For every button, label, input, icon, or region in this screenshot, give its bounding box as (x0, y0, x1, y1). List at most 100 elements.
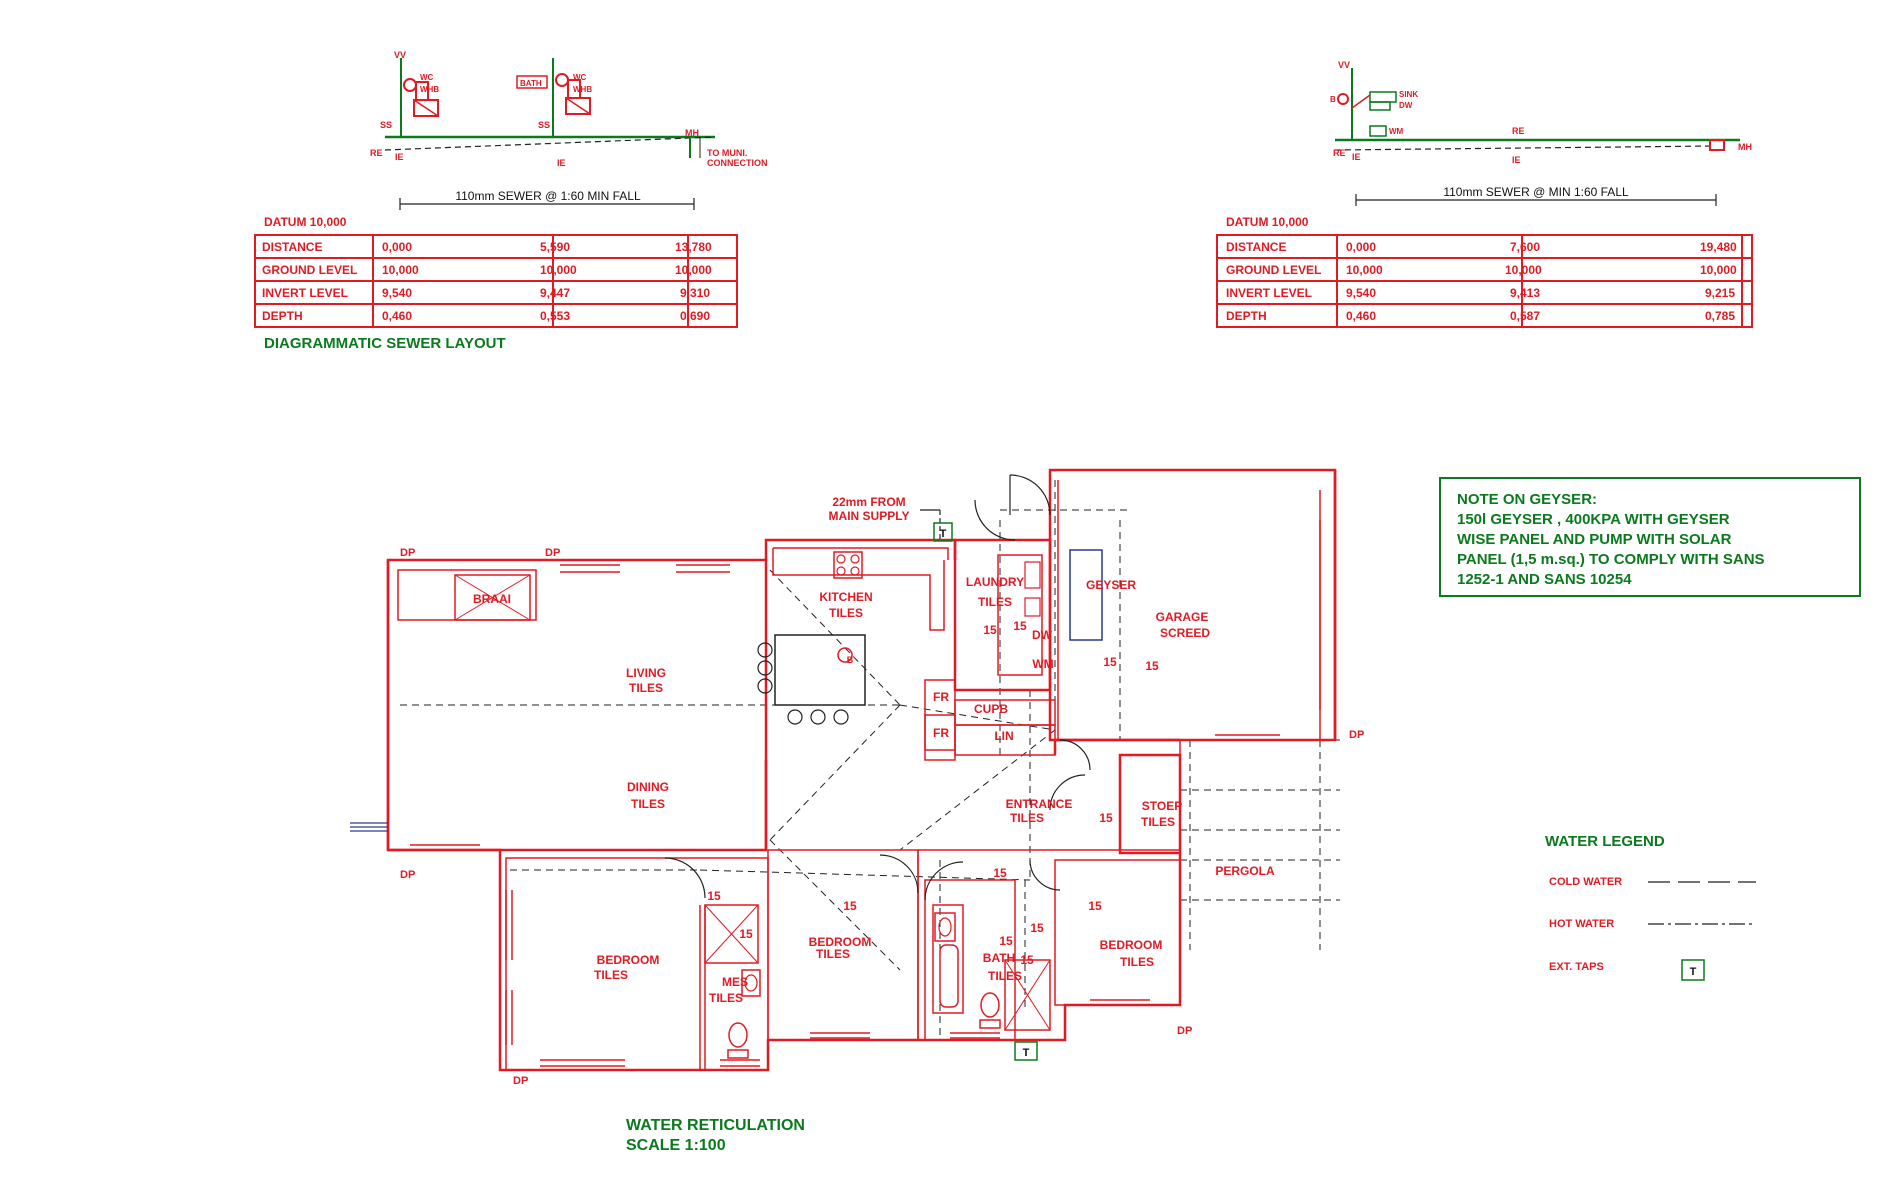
cell-value: 10,000 (540, 263, 577, 277)
cell-value: 10,000 (1505, 263, 1542, 277)
pipe-size-label: 15 (993, 866, 1007, 880)
dining-label: DINING (627, 780, 669, 794)
row-label-invert: INVERT LEVEL (1226, 286, 1312, 300)
garage-label: GARAGE (1156, 610, 1209, 624)
datum-label: DATUM 10,000 (264, 215, 347, 229)
pipe-size-label: 15 (1099, 811, 1113, 825)
cell-value: 0,785 (1705, 309, 1735, 323)
water-legend: WATER LEGEND COLD WATER HOT WATER EXT. T… (1545, 833, 1756, 981)
bedroom-label: BEDROOM (597, 953, 660, 967)
ie-label: IE (1352, 152, 1361, 162)
toilet-icon-2 (979, 992, 1001, 1029)
stoep-label: TILES (1141, 815, 1175, 829)
downpipe-label: DP (1177, 1025, 1192, 1037)
b-label: B (1330, 95, 1336, 104)
cell-value: 9,540 (382, 286, 412, 300)
drawing-title: WATER RETICULATION (626, 1117, 805, 1134)
downpipe-label: DP (400, 869, 415, 881)
b-label: B (847, 655, 854, 665)
cell-value: 9,310 (680, 286, 710, 300)
vv-label: VV (1338, 60, 1350, 70)
pipe-size-label: 15 (1145, 659, 1159, 673)
kitchen-label: TILES (829, 606, 863, 620)
bath-fixture-icon (516, 73, 591, 115)
row-label-distance: DISTANCE (1226, 240, 1286, 254)
cell-value: 10,000 (675, 263, 712, 277)
braai-label: BRAAI (473, 592, 511, 606)
mes-label: TILES (709, 991, 743, 1005)
living-label: LIVING (626, 666, 666, 680)
sewer-fall-label: 110mm SEWER @ 1:60 MIN FALL (455, 189, 641, 203)
cell-value: 10,000 (1700, 263, 1737, 277)
cell-value: 10,000 (382, 263, 419, 277)
cell-value: 0,690 (680, 309, 710, 323)
cell-value: 13,780 (675, 240, 712, 254)
ie-label: IE (395, 152, 404, 162)
bedroom-label: BEDROOM (809, 935, 872, 949)
pipe-size-label: 15 (983, 623, 997, 637)
cell-value: 0,460 (1346, 309, 1376, 323)
pipe-size-label: 15 (1013, 619, 1027, 633)
cell-value: 0,553 (540, 309, 570, 323)
downpipe-label: DP (400, 547, 415, 559)
cell-value: 9,413 (1510, 286, 1540, 300)
bath-icon (939, 944, 959, 1008)
row-label-depth: DEPTH (262, 309, 303, 323)
pergola-label: PERGOLA (1215, 864, 1275, 878)
toilet-icon (727, 1022, 749, 1059)
garage-label: SCREED (1160, 626, 1210, 640)
bath-label: BATH (520, 79, 542, 88)
bath-label: TILES (988, 969, 1022, 983)
bedroom-label: BEDROOM (1100, 938, 1163, 952)
sewer-levels-table: DISTANCE GROUND LEVEL INVERT LEVEL DEPTH… (1216, 234, 1753, 328)
downpipe-label: DP (513, 1075, 528, 1087)
entrance-label: TILES (1010, 811, 1044, 825)
downpipe-label: DP (1349, 729, 1364, 741)
bedroom-label: TILES (816, 947, 850, 961)
bath-label: BATH (983, 951, 1015, 965)
mes-label: MES (722, 975, 748, 989)
tap-symbol: T (1023, 1047, 1030, 1059)
geyser-note-line: 1252-1 AND SANS 10254 (1457, 571, 1632, 588)
wc-fixture-icon (403, 78, 439, 117)
vv-label: VV (394, 50, 406, 60)
muni-label: TO MUNI. (707, 148, 747, 158)
downpipe-label: DP (545, 547, 560, 559)
kitchen-island (757, 634, 866, 725)
bedroom-label: TILES (594, 968, 628, 982)
sewer-diagram-left: VV WC WHB BATH WC WHB SS SS RE IE IE MH … (254, 50, 768, 352)
legend-taps-label: EXT. TAPS (1549, 961, 1604, 973)
legend-cold-label: COLD WATER (1549, 876, 1622, 888)
living-label: TILES (629, 681, 663, 695)
ie-label-2: IE (1512, 155, 1521, 165)
mh-label: MH (685, 128, 699, 138)
laundry-label: LAUNDRY (966, 575, 1024, 589)
legend-title: WATER LEGEND (1545, 833, 1665, 850)
stove-icon (836, 554, 860, 576)
sewer-diagram-right: VV SINK DW WM B RE IE RE IE MH 110mm SEW… (1216, 60, 1753, 328)
fr-label: FR (933, 726, 949, 740)
wm-label: WM (1032, 657, 1053, 671)
basin-icon (741, 969, 761, 997)
fr-label: FR (933, 690, 949, 704)
row-label-invert: INVERT LEVEL (262, 286, 348, 300)
pipe-size-label: 15 (1103, 655, 1117, 669)
cell-value: 9,447 (540, 286, 570, 300)
sink-fixture-icon (1337, 91, 1397, 137)
cell-value: 0,460 (382, 309, 412, 323)
entrance-steps (350, 822, 388, 832)
ie-label-2: IE (557, 158, 566, 168)
floor-plan: T T 22mm FROM MAIN SUPPLY BRAAI KITCHEN … (350, 468, 1364, 1154)
wc-label: WC (420, 73, 434, 82)
cell-value: 0,587 (1510, 309, 1540, 323)
wc-label-2: WC (573, 73, 587, 82)
supply-label: MAIN SUPPLY (829, 509, 910, 523)
mh-label: MH (1738, 142, 1752, 152)
re-label: RE (370, 148, 383, 158)
cell-value: 9,215 (1705, 286, 1735, 300)
sewer-fall-label: 110mm SEWER @ MIN 1:60 FALL (1443, 185, 1629, 199)
drawing-scale: SCALE 1:100 (626, 1137, 726, 1154)
geyser-note: NOTE ON GEYSER: 150l GEYSER , 400KPA WIT… (1439, 477, 1861, 597)
ss-label: SS (380, 120, 392, 130)
